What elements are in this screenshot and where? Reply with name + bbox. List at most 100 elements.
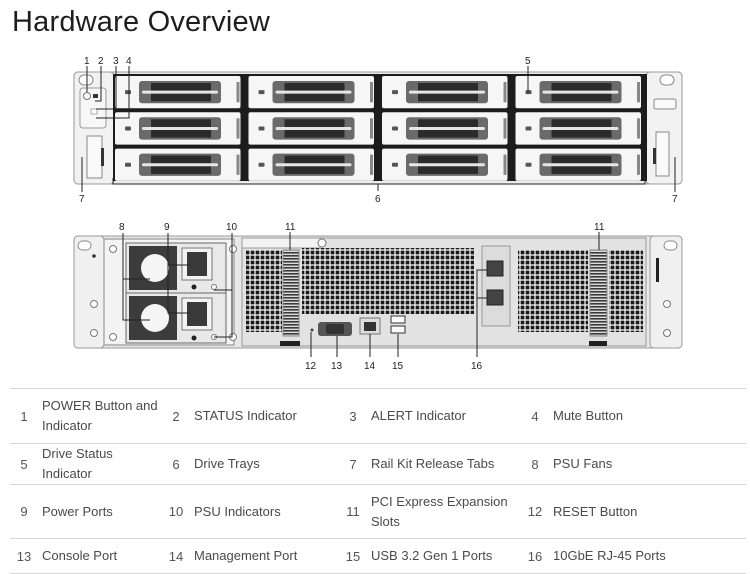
front-callout-labels: 1 2 3 4 5 6 7 7 (79, 56, 678, 205)
component-number: 14 (162, 538, 190, 574)
right-handle (653, 98, 677, 110)
component-label: PSU Fans (549, 443, 746, 485)
component-label: PCI Express Expansion Slots (367, 484, 521, 539)
psu-indicator-1 (211, 284, 217, 290)
component-number: 9 (10, 484, 38, 539)
component-label: USB 3.2 Gen 1 Ports (367, 538, 521, 574)
component-number: 16 (521, 538, 549, 574)
rear-view (73, 235, 683, 349)
component-label: PSU Indicators (190, 484, 339, 539)
drive-status-led (125, 126, 131, 131)
callout-6: 6 (375, 194, 381, 205)
power-button-icon (83, 92, 91, 100)
drive-status-led (392, 126, 398, 131)
10gbe-module (481, 245, 511, 327)
callout-8: 8 (119, 222, 125, 233)
pcie-slot-left (282, 249, 300, 337)
left-mount-hole (78, 74, 94, 86)
rj45-port-2 (486, 289, 504, 306)
drive-bays (115, 76, 641, 181)
drive-status-led (525, 126, 532, 131)
callout-11-right: 11 (594, 222, 605, 233)
component-number: 7 (339, 443, 367, 485)
right-rail-release-tab (655, 131, 670, 177)
component-label: Management Port (190, 538, 339, 574)
component-number: 3 (339, 388, 367, 444)
drive-status-led (258, 90, 265, 95)
component-label: Power Ports (38, 484, 162, 539)
drive-tray (115, 76, 241, 109)
mute-button-icon (90, 108, 98, 115)
callout-7-left: 7 (79, 194, 85, 205)
callout-5: 5 (525, 56, 531, 67)
drive-tray (515, 76, 641, 109)
callout-3: 3 (113, 56, 119, 67)
callout-1: 1 (84, 56, 90, 67)
grill-right (518, 250, 588, 332)
usb-port-1 (390, 315, 406, 324)
hardware-diagram: 1 2 3 4 5 6 7 7 (73, 56, 683, 372)
component-number: 10 (162, 484, 190, 539)
component-label: Console Port (38, 538, 162, 574)
callout-7-right: 7 (672, 194, 678, 205)
drive-status-led (125, 90, 131, 95)
left-rail-release-tab (86, 135, 103, 179)
drive-tray (515, 112, 641, 145)
reset-button-icon (310, 328, 314, 332)
callout-16: 16 (471, 361, 483, 372)
drive-status-led (525, 162, 532, 167)
component-label: 10GbE RJ-45 Ports (549, 538, 746, 574)
callout-14: 14 (364, 361, 376, 372)
drive-tray (382, 76, 508, 109)
component-number: 13 (10, 538, 38, 574)
drive-tray (382, 148, 508, 181)
rj45-port-1 (486, 260, 504, 277)
drive-tray (248, 112, 374, 145)
drive-tray (115, 112, 241, 145)
drive-tray (115, 148, 241, 181)
power-port-1 (187, 252, 207, 276)
drive-status-led (258, 162, 265, 167)
drive-tray (248, 148, 374, 181)
callout-13: 13 (331, 361, 343, 372)
status-led (93, 94, 98, 98)
component-number: 12 (521, 484, 549, 539)
usb-port-2 (390, 325, 406, 334)
pcie-slot-right (589, 249, 608, 337)
front-callout-lines (81, 66, 676, 192)
right-mount-hole (659, 74, 675, 86)
callout-9: 9 (164, 222, 170, 233)
callout-2: 2 (98, 56, 104, 67)
drive-tray (248, 76, 374, 109)
grill-center (302, 248, 474, 314)
component-number: 11 (339, 484, 367, 539)
component-label: Mute Button (549, 388, 746, 444)
front-view (73, 71, 683, 185)
rear-callout-lines (122, 232, 600, 357)
power-port-2 (187, 302, 207, 326)
page-title: Hardware Overview (12, 6, 271, 38)
component-number: 6 (162, 443, 190, 485)
component-label: POWER Button and Indicator (38, 388, 162, 444)
drive-status-led (258, 126, 265, 131)
component-number: 15 (339, 538, 367, 574)
component-label: RESET Button (549, 484, 746, 539)
grill-far-right (609, 250, 643, 332)
psu-fan-2-hub (141, 304, 169, 332)
drive-status-led (392, 90, 398, 95)
drive-tray (382, 112, 508, 145)
component-number: 8 (521, 443, 549, 485)
drive-status-led (125, 162, 131, 167)
component-number: 4 (521, 388, 549, 444)
component-number: 5 (10, 443, 38, 485)
callout-15: 15 (392, 361, 404, 372)
component-label: Drive Trays (190, 443, 339, 485)
callout-4: 4 (126, 56, 132, 67)
component-label: STATUS Indicator (190, 388, 339, 444)
component-number: 1 (10, 388, 38, 444)
